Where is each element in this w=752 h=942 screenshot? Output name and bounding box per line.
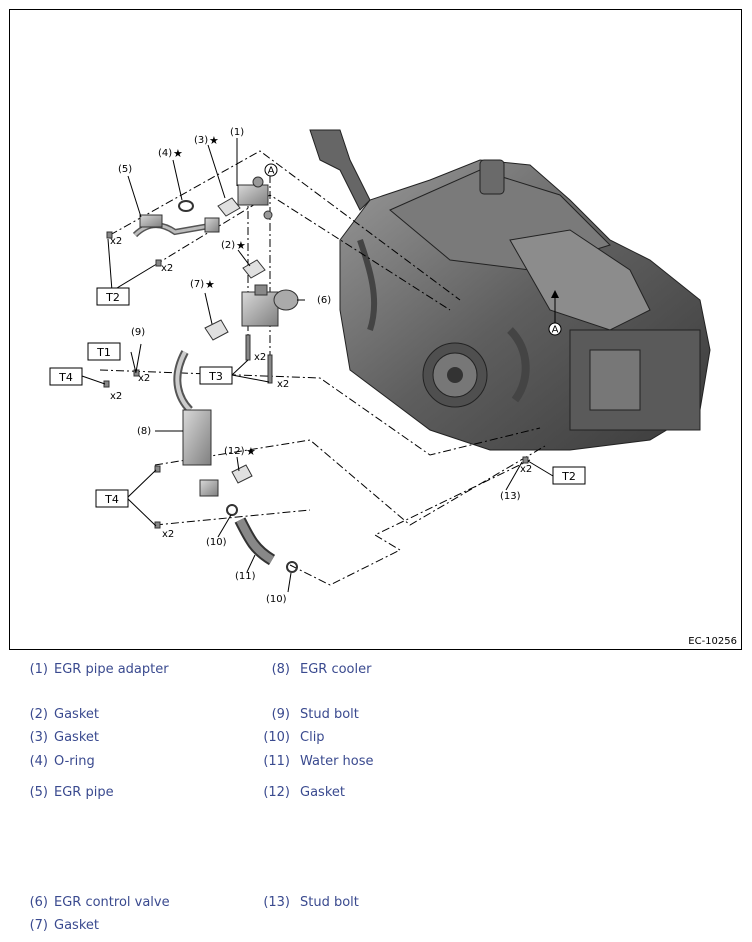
legend-name: EGR control valve <box>54 895 170 910</box>
part-egr-control-valve <box>241 284 299 327</box>
torque-label-t1: T1 <box>96 346 111 359</box>
legend-name: Stud bolt <box>300 707 359 722</box>
callout-6: (6) <box>317 295 331 306</box>
legend-item: (4) O-ring <box>12 754 95 769</box>
part-egr-pipe-adapter <box>237 176 273 220</box>
callout-7: (7) <box>190 279 204 290</box>
legend-item: (6) EGR control valve <box>12 895 170 910</box>
legend-name: EGR pipe <box>54 785 114 800</box>
reference-mark-a-engine: A <box>552 325 559 336</box>
legend-name: Water hose <box>300 754 374 769</box>
part-gasket-3 <box>217 197 241 217</box>
legend-item: (7) Gasket <box>12 918 99 933</box>
callout-13: (13) <box>500 491 521 502</box>
legend-number: (4) <box>29 754 48 769</box>
multiplier-x2-g: x2 <box>162 529 174 540</box>
callout-9: (9) <box>131 327 145 338</box>
legend-name: Gasket <box>54 918 99 933</box>
legend-item: (9) Stud bolt <box>254 707 359 722</box>
torque-label-t3: T3 <box>208 370 223 383</box>
torque-label-t2-left: T2 <box>105 291 120 304</box>
part-gasket-2 <box>242 259 266 279</box>
legend-item: (1) EGR pipe adapter <box>12 662 169 677</box>
legend-name: Gasket <box>54 707 99 722</box>
callout-1: (1) <box>230 127 244 138</box>
torque-label-t4-upper: T4 <box>58 371 73 384</box>
legend-item: (11) Water hose <box>254 754 373 769</box>
legend-number: (11) <box>263 754 290 769</box>
part-egr-cooler <box>173 350 219 497</box>
torque-box-t2-left: T2 <box>96 287 130 306</box>
torque-label-t2-right: T2 <box>561 470 576 483</box>
torque-box-t1: T1 <box>87 342 121 361</box>
part-egr-pipe <box>132 214 220 238</box>
torque-box-t2-right: T2 <box>552 466 586 485</box>
callout-8: (8) <box>137 426 151 437</box>
legend-item: (3) Gasket <box>12 730 99 745</box>
legend-name: Gasket <box>54 730 99 745</box>
part-clip-lower <box>286 561 298 573</box>
multiplier-x2-d: x2 <box>110 391 122 402</box>
legend-number: (2) <box>29 707 48 722</box>
star-4: ★ <box>173 147 183 160</box>
callout-10-lower: (10) <box>266 594 287 605</box>
callout-11: (11) <box>235 571 256 582</box>
part-gasket-12 <box>231 464 253 484</box>
legend-number: (6) <box>29 895 48 910</box>
engine-illustration: A <box>309 129 711 451</box>
callout-4: (4) <box>158 148 172 159</box>
legend-item: (13) Stud bolt <box>254 895 359 910</box>
multiplier-x2-e: x2 <box>254 352 266 363</box>
multiplier-x2-h: x2 <box>520 464 532 475</box>
legend-number: (7) <box>29 918 48 933</box>
callout-12: (12) <box>224 446 245 457</box>
multiplier-x2-b: x2 <box>161 263 173 274</box>
leader-lines <box>81 138 554 593</box>
multiplier-x2-a: x2 <box>110 236 122 247</box>
reference-mark-a-top: A <box>268 166 275 177</box>
torque-box-t3: T3 <box>199 366 233 385</box>
legend-number: (8) <box>271 662 290 677</box>
callout-3: (3) <box>194 135 208 146</box>
part-gasket-7 <box>204 319 229 341</box>
torque-box-t4-lower: T4 <box>95 489 129 508</box>
part-o-ring <box>178 200 194 212</box>
legend-item: (8) EGR cooler <box>254 662 372 677</box>
callout-5: (5) <box>118 164 132 175</box>
legend-name: Stud bolt <box>300 895 359 910</box>
legend-name: EGR cooler <box>300 662 372 677</box>
legend-item: (2) Gasket <box>12 707 99 722</box>
legend-number: (12) <box>263 785 290 800</box>
legend-number: (9) <box>271 707 290 722</box>
legend-item: (12) Gasket <box>254 785 345 800</box>
torque-label-t4-lower: T4 <box>104 493 119 506</box>
legend-item: (5) EGR pipe <box>12 785 114 800</box>
part-clip-upper <box>226 504 238 516</box>
star-2: ★ <box>236 239 246 252</box>
callout-2: (2) <box>221 240 235 251</box>
legend-number: (5) <box>29 785 48 800</box>
legend-name: Clip <box>300 730 325 745</box>
exploded-diagram: A A <box>9 9 742 650</box>
legend-number: (3) <box>29 730 48 745</box>
star-12: ★ <box>246 445 256 458</box>
legend-number: (1) <box>29 662 48 677</box>
legend-name: Gasket <box>300 785 345 800</box>
figure-id: EC-10256 <box>688 636 737 647</box>
legend-number: (13) <box>263 895 290 910</box>
connection-lines <box>99 150 546 586</box>
star-3: ★ <box>209 134 219 147</box>
torque-box-t4-upper: T4 <box>49 367 83 386</box>
callout-10-upper: (10) <box>206 537 227 548</box>
multiplier-x2-c: x2 <box>138 373 150 384</box>
star-7: ★ <box>205 278 215 291</box>
legend-name: EGR pipe adapter <box>54 662 169 677</box>
legend-item: (10) Clip <box>254 730 324 745</box>
legend-number: (10) <box>263 730 290 745</box>
diagram-canvas: A A <box>49 127 711 605</box>
legend-name: O-ring <box>54 754 95 769</box>
multiplier-x2-f: x2 <box>277 379 289 390</box>
